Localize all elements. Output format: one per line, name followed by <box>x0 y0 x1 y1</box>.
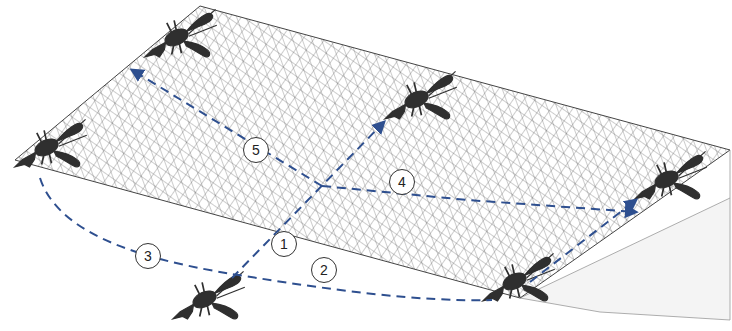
callout-number: 3 <box>135 243 161 269</box>
callout-text: 5 <box>252 142 260 158</box>
callout-text: 2 <box>320 262 328 278</box>
callout-number: 5 <box>243 137 269 163</box>
callout-number: 4 <box>389 169 415 195</box>
callout-text: 1 <box>280 236 288 252</box>
callout-text: 4 <box>398 174 406 190</box>
callout-number: 2 <box>311 257 337 283</box>
callout-text: 3 <box>144 248 152 264</box>
callout-number: 1 <box>271 231 297 257</box>
